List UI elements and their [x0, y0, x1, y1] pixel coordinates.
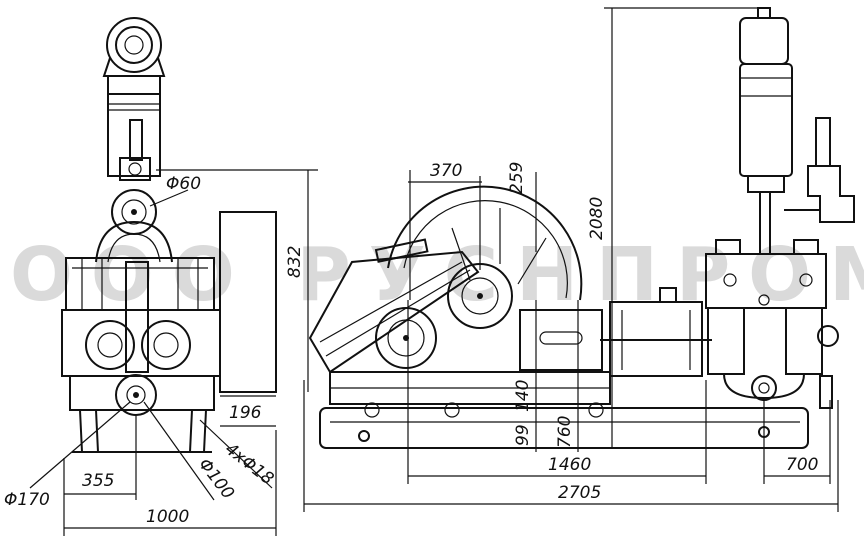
valve-box-left: [707, 307, 745, 375]
reducer-housing: [308, 250, 480, 374]
phi170-flange: [115, 374, 157, 416]
cylinder-right: [141, 320, 191, 370]
skid-base: [319, 407, 809, 449]
dim-196: 196: [229, 403, 262, 423]
connecting-rod: [125, 261, 149, 373]
valve-stem: [129, 119, 143, 161]
dim-1000: 1000: [146, 507, 189, 527]
flywheel-guard-outer: [387, 185, 583, 301]
suction-manifold: [723, 373, 805, 400]
suction-flange: [751, 375, 777, 401]
relief-valve: [807, 165, 855, 223]
watermark-text: ООО РУСНПРОМ: [10, 232, 864, 318]
air-chamber-top: [739, 17, 789, 65]
air-chamber: [107, 93, 161, 177]
dim-99: 99: [513, 424, 533, 446]
relief-valve-stem: [815, 117, 831, 167]
lifting-eye-core: [124, 35, 144, 55]
dim-760: 760: [555, 416, 575, 448]
arch-frame: [95, 220, 173, 263]
dim-phi60: Φ60: [166, 174, 201, 194]
dim-phi170: Φ170: [4, 490, 50, 510]
air-chamber-body: [739, 63, 793, 177]
crosshead-box: [519, 309, 603, 371]
discharge-pipe: [759, 191, 771, 255]
dim-259: 259: [507, 162, 527, 194]
side-view: 370 259 2080 140 99 760 1460 700 2705: [303, 7, 855, 512]
dim-1460: 1460: [548, 455, 591, 475]
base-box: [69, 375, 215, 411]
dim-2705: 2705: [558, 483, 601, 503]
dim-370: 370: [430, 161, 462, 181]
dim-2080: 2080: [587, 197, 607, 240]
lifting-eye-outer: [106, 17, 162, 73]
dim-355: 355: [82, 471, 114, 491]
eye-base: [107, 75, 161, 95]
dim-700: 700: [786, 455, 818, 475]
legs: [79, 409, 207, 453]
end-view: Φ60 196 4xΦ18 832 Φ170: [4, 17, 318, 536]
dim-140: 140: [513, 380, 533, 412]
crank-wheel: [375, 307, 437, 369]
valve-block: [119, 157, 151, 181]
lifting-eye-inner: [115, 26, 153, 64]
dim-832: 832: [285, 246, 305, 278]
cylinder-left: [85, 320, 135, 370]
